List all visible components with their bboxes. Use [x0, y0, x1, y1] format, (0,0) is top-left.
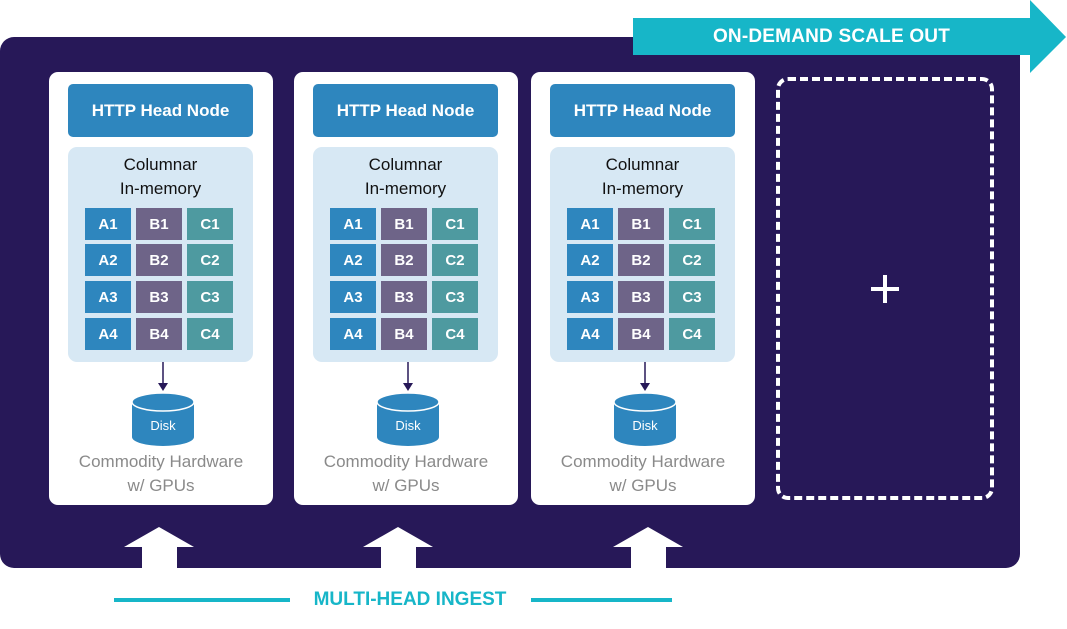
column-a-cell: A4	[330, 318, 376, 350]
memory-title-line2: In-memory	[119, 179, 202, 198]
column-c-cell: C3	[432, 281, 478, 313]
hardware-label: Commodity Hardware w/ GPUs	[531, 450, 755, 498]
disk: Disk	[611, 362, 681, 447]
memory-title-line2: In-memory	[601, 179, 684, 198]
http-head-node: HTTP Head Node	[550, 84, 735, 137]
column-b-cell: B4	[618, 318, 664, 350]
memory-title-line1: Columnar	[123, 155, 198, 174]
column-a-cell: A2	[567, 244, 613, 276]
column-c-cell: C3	[187, 281, 233, 313]
column-c-cell: C2	[669, 244, 715, 276]
column-c-cell: C1	[432, 208, 478, 240]
disk-label: Disk	[150, 418, 176, 433]
scale-out-label: ON-DEMAND SCALE OUT	[712, 25, 951, 47]
memory-title-line2: In-memory	[364, 179, 447, 198]
column-c-cell: C1	[669, 208, 715, 240]
column-a-cell: A2	[330, 244, 376, 276]
ingest-up-arrow-icon	[613, 527, 683, 568]
ingest-line-left	[114, 598, 290, 602]
scale-out-arrow-icon	[633, 0, 1066, 73]
disk-icon	[376, 362, 440, 446]
column-a-cell: A4	[85, 318, 131, 350]
column-a-cell: A2	[85, 244, 131, 276]
hardware-line2: w/ GPUs	[127, 476, 195, 495]
disk: Disk	[129, 362, 199, 447]
ingest-up-arrow-icon	[124, 527, 194, 568]
column-c-cell: C1	[187, 208, 233, 240]
column-b-cell: B2	[136, 244, 182, 276]
column-a-cell: A3	[85, 281, 131, 313]
ingest-label: MULTI-HEAD INGEST	[313, 589, 507, 610]
column-b-cell: B2	[381, 244, 427, 276]
hardware-line2: w/ GPUs	[609, 476, 677, 495]
ingest-up-arrow-icon	[363, 527, 433, 568]
hardware-line1: Commodity Hardware	[78, 452, 244, 471]
hardware-label: Commodity Hardware w/ GPUs	[294, 450, 518, 498]
column-a-cell: A4	[567, 318, 613, 350]
column-c-cell: C4	[669, 318, 715, 350]
http-head-node: HTTP Head Node	[313, 84, 498, 137]
hardware-line1: Commodity Hardware	[323, 452, 489, 471]
column-b-cell: B4	[136, 318, 182, 350]
column-c-cell: C4	[187, 318, 233, 350]
column-a-cell: A1	[330, 208, 376, 240]
disk: Disk	[374, 362, 444, 447]
memory-title-line1: Columnar	[368, 155, 443, 174]
hardware-label: Commodity Hardware w/ GPUs	[49, 450, 273, 498]
hardware-line2: w/ GPUs	[372, 476, 440, 495]
disk-label: Disk	[632, 418, 658, 433]
disk-icon	[613, 362, 677, 446]
column-b-cell: B1	[381, 208, 427, 240]
column-b-cell: B3	[136, 281, 182, 313]
column-a-cell: A1	[85, 208, 131, 240]
ingest-line-right	[531, 598, 672, 602]
column-b-cell: B2	[618, 244, 664, 276]
column-b-cell: B3	[618, 281, 664, 313]
column-a-cell: A3	[567, 281, 613, 313]
column-c-cell: C3	[669, 281, 715, 313]
column-b-cell: B4	[381, 318, 427, 350]
add-node-slot[interactable]	[776, 77, 994, 500]
http-head-node: HTTP Head Node	[68, 84, 253, 137]
memory-title-line1: Columnar	[605, 155, 680, 174]
column-c-cell: C2	[432, 244, 478, 276]
disk-label: Disk	[395, 418, 421, 433]
column-b-cell: B3	[381, 281, 427, 313]
column-b-cell: B1	[618, 208, 664, 240]
column-a-cell: A3	[330, 281, 376, 313]
column-c-cell: C4	[432, 318, 478, 350]
plus-icon[interactable]	[780, 81, 990, 496]
hardware-line1: Commodity Hardware	[560, 452, 726, 471]
column-b-cell: B1	[136, 208, 182, 240]
column-c-cell: C2	[187, 244, 233, 276]
disk-icon	[131, 362, 195, 446]
column-a-cell: A1	[567, 208, 613, 240]
